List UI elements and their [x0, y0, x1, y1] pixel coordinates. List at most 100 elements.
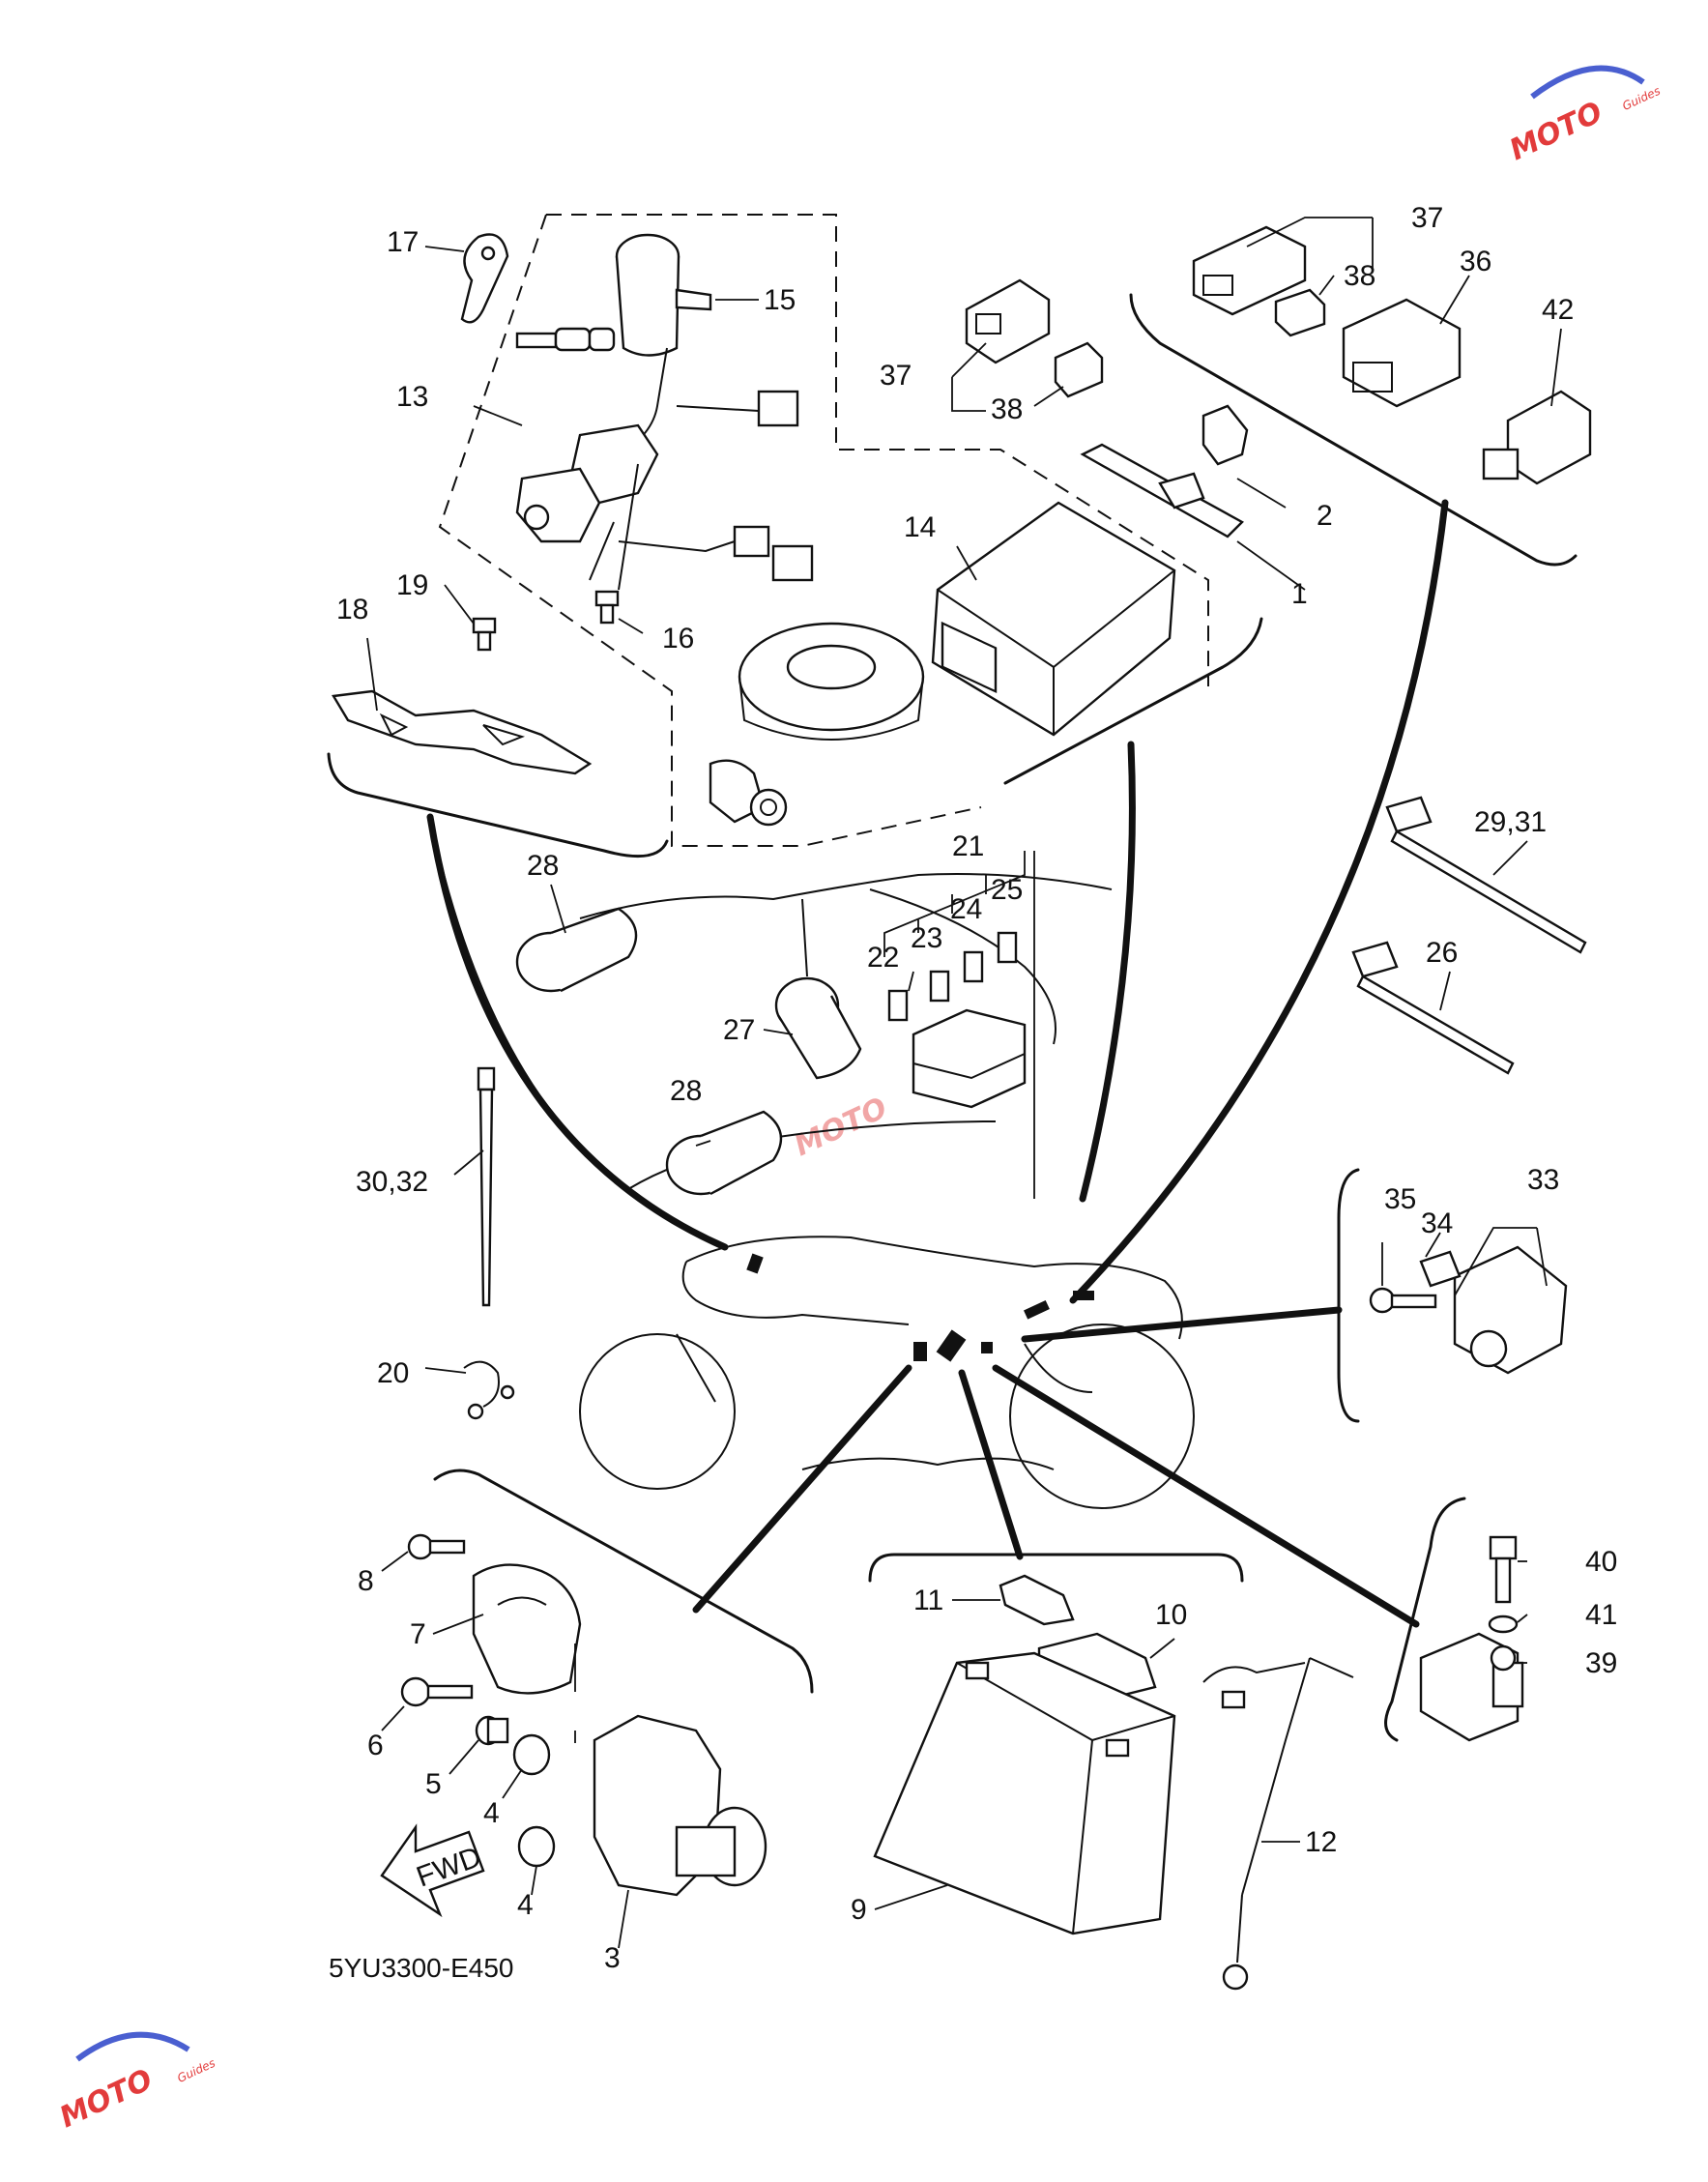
label-12: 12 — [1305, 1826, 1337, 1858]
watermark-center: MOTO — [790, 1091, 893, 1164]
label-11: 11 — [913, 1585, 943, 1616]
label-15: 15 — [764, 284, 796, 316]
label-30-32: 30,32 — [356, 1166, 428, 1198]
connector-38-upper — [1054, 341, 1104, 398]
motorcycle-silhouette — [579, 1236, 1195, 1509]
lead-harness-left — [426, 813, 729, 1251]
label-3: 3 — [604, 1942, 621, 1974]
screw-16 — [594, 590, 620, 625]
watermark-top-right: MOTO Guides — [1505, 65, 1663, 168]
bolt-35 — [1369, 1287, 1437, 1314]
sensor-33 — [1419, 1245, 1568, 1375]
label-18: 18 — [336, 594, 368, 626]
watermark-brand: MOTO — [55, 2063, 159, 2136]
lock-body — [515, 423, 814, 591]
label-29-31: 29,31 — [1474, 806, 1547, 838]
label-10: 10 — [1155, 1599, 1187, 1631]
connector-37-right — [1192, 225, 1307, 316]
noise-filter-28-upper — [515, 907, 638, 993]
label-25: 25 — [991, 874, 1023, 906]
dashed-group-outline — [438, 214, 1209, 847]
watermark-tagline: Guides — [1620, 84, 1663, 113]
label-14: 14 — [904, 511, 936, 543]
bracket-bottom-right — [1384, 1497, 1466, 1742]
lock-cylinder — [709, 759, 788, 827]
label-39: 39 — [1585, 1647, 1617, 1679]
lead-battery — [958, 1369, 1024, 1560]
label-40: 40 — [1585, 1546, 1617, 1578]
lead-bottom-right — [992, 1364, 1420, 1628]
label-24: 24 — [950, 893, 982, 925]
battery-lead-12 — [1202, 1657, 1354, 1991]
label-7: 7 — [410, 1618, 426, 1650]
starter-relay-3 — [593, 1714, 767, 1897]
key-blank — [460, 233, 509, 324]
label-16: 16 — [662, 623, 694, 655]
cover-7 — [472, 1563, 582, 1695]
watermark-brand: MOTO — [790, 1091, 893, 1164]
bracket-top-right — [1129, 293, 1578, 567]
noise-filter-27 — [774, 976, 862, 1080]
main-switch — [615, 233, 799, 455]
label-28-upper: 28 — [527, 850, 559, 882]
label-4-upper: 4 — [483, 1797, 500, 1829]
screw-19 — [472, 617, 497, 652]
label-13: 13 — [396, 381, 428, 413]
cable-tie-26 — [1351, 941, 1515, 1075]
fuses-22-25 — [887, 931, 1018, 1022]
gasket-plate — [332, 689, 593, 775]
label-5: 5 — [425, 1768, 442, 1800]
label-33: 33 — [1527, 1164, 1559, 1196]
bracket-21 — [883, 851, 1035, 1199]
collar-5 — [475, 1715, 509, 1746]
label-35: 35 — [1384, 1183, 1416, 1215]
fwd-arrow: FWD — [380, 1823, 485, 1918]
battery-9 — [873, 1651, 1176, 1935]
fuse-box — [912, 1008, 1027, 1109]
watermark-bottom-left: MOTO Guides — [55, 2031, 217, 2136]
label-37-right: 37 — [1411, 202, 1443, 234]
watermark-tagline: Guides — [175, 2056, 217, 2085]
label-20: 20 — [377, 1357, 409, 1389]
label-17: 17 — [387, 226, 419, 258]
cable-tie-3032 — [477, 1066, 496, 1307]
relay-42 — [1482, 390, 1592, 485]
noise-filter-28-lower — [665, 1110, 783, 1196]
key-set — [515, 327, 616, 352]
label-41: 41 — [1585, 1599, 1617, 1631]
connector-holder — [1080, 404, 1249, 538]
label-34: 34 — [1421, 1207, 1453, 1239]
harness-zoom-outline — [429, 816, 726, 1248]
connector-38-right — [1274, 288, 1326, 337]
bracket-right-sensor — [1337, 1168, 1360, 1423]
bracket-bottom-left — [433, 1469, 814, 1694]
ecu-unit — [931, 501, 1176, 737]
cable-tie-2931 — [1385, 796, 1587, 954]
label-9: 9 — [851, 1894, 867, 1926]
label-22: 22 — [867, 942, 899, 974]
bracket-upper-main — [327, 617, 1263, 858]
band-11 — [999, 1574, 1075, 1626]
label-28-lower: 28 — [670, 1075, 702, 1107]
bolt-6 — [400, 1676, 474, 1707]
connector-37-upper — [965, 278, 1051, 364]
label-23: 23 — [911, 922, 942, 954]
lead-top-right — [1069, 499, 1449, 1304]
fuel-cap — [738, 622, 925, 741]
label-27: 27 — [723, 1014, 755, 1046]
label-8: 8 — [358, 1565, 374, 1597]
clamp-20 — [463, 1360, 515, 1420]
relay-36 — [1342, 298, 1462, 408]
lead-harness-center — [1079, 741, 1136, 1203]
washer-41 — [1488, 1615, 1519, 1634]
lead-bottom-left — [692, 1364, 912, 1614]
label-4-lower: 4 — [517, 1889, 534, 1921]
diagram-code: 5YU3300-E450 — [329, 1953, 513, 1983]
label-36: 36 — [1460, 246, 1491, 277]
bolt-40 — [1489, 1535, 1518, 1604]
sensor-39 — [1419, 1632, 1524, 1742]
bracket-battery — [868, 1553, 1244, 1583]
watermark-brand: MOTO — [1505, 96, 1608, 168]
leader-lines — [366, 217, 1562, 1949]
